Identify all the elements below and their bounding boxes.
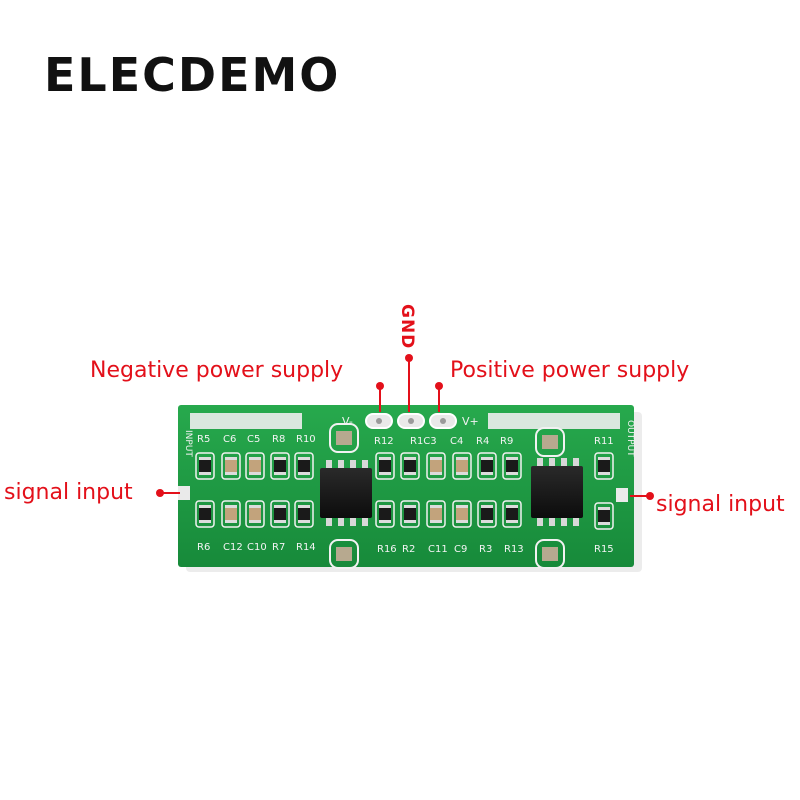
svg-text:R6: R6	[197, 542, 210, 553]
pad-label-vminus: V-	[342, 415, 353, 428]
svg-text:R5: R5	[197, 434, 210, 445]
pad-label-vplus: V+	[462, 415, 479, 428]
svg-text:R4: R4	[476, 436, 489, 447]
gnd-label: GND	[397, 304, 417, 350]
svg-text:R8: R8	[272, 434, 285, 445]
edge-label-input: INPUT	[183, 430, 193, 457]
cap-outlines	[329, 423, 565, 569]
svg-text:R2: R2	[402, 544, 415, 555]
svg-text:C5: C5	[247, 434, 260, 445]
signal-input-label-left: signal input	[4, 480, 133, 505]
svg-text:R15: R15	[594, 544, 614, 555]
callout-lines	[160, 358, 650, 497]
op-amp-chip-left	[320, 460, 372, 526]
svg-text:R10: R10	[296, 434, 316, 445]
svg-text:R3: R3	[479, 544, 492, 555]
svg-text:R1C3: R1C3	[410, 436, 437, 447]
svg-text:R13: R13	[504, 544, 524, 555]
svg-text:R11: R11	[594, 436, 614, 447]
svg-text:R7: R7	[272, 542, 285, 553]
svg-text:R12: R12	[374, 436, 394, 447]
op-amp-chip-right	[531, 458, 583, 526]
negative-supply-label: Negative power supply	[90, 358, 344, 383]
component-layer	[195, 452, 614, 530]
signal-input-label-right: signal input	[656, 492, 785, 517]
svg-text:R9: R9	[500, 436, 513, 447]
svg-text:R16: R16	[377, 544, 397, 555]
svg-text:C12: C12	[223, 542, 243, 553]
power-pads	[365, 413, 457, 429]
positive-supply-label: Positive power supply	[450, 358, 690, 383]
output-pad	[616, 488, 628, 502]
svg-text:C4: C4	[450, 436, 463, 447]
brand-logo: ELECDEMO	[44, 48, 341, 102]
svg-text:C6: C6	[223, 434, 236, 445]
input-pad	[178, 486, 190, 500]
svg-text:R14: R14	[296, 542, 316, 553]
svg-text:C10: C10	[247, 542, 267, 553]
edge-label-output: OUTPUT	[625, 420, 635, 457]
svg-text:C11: C11	[428, 544, 448, 555]
svg-text:C9: C9	[454, 544, 467, 555]
